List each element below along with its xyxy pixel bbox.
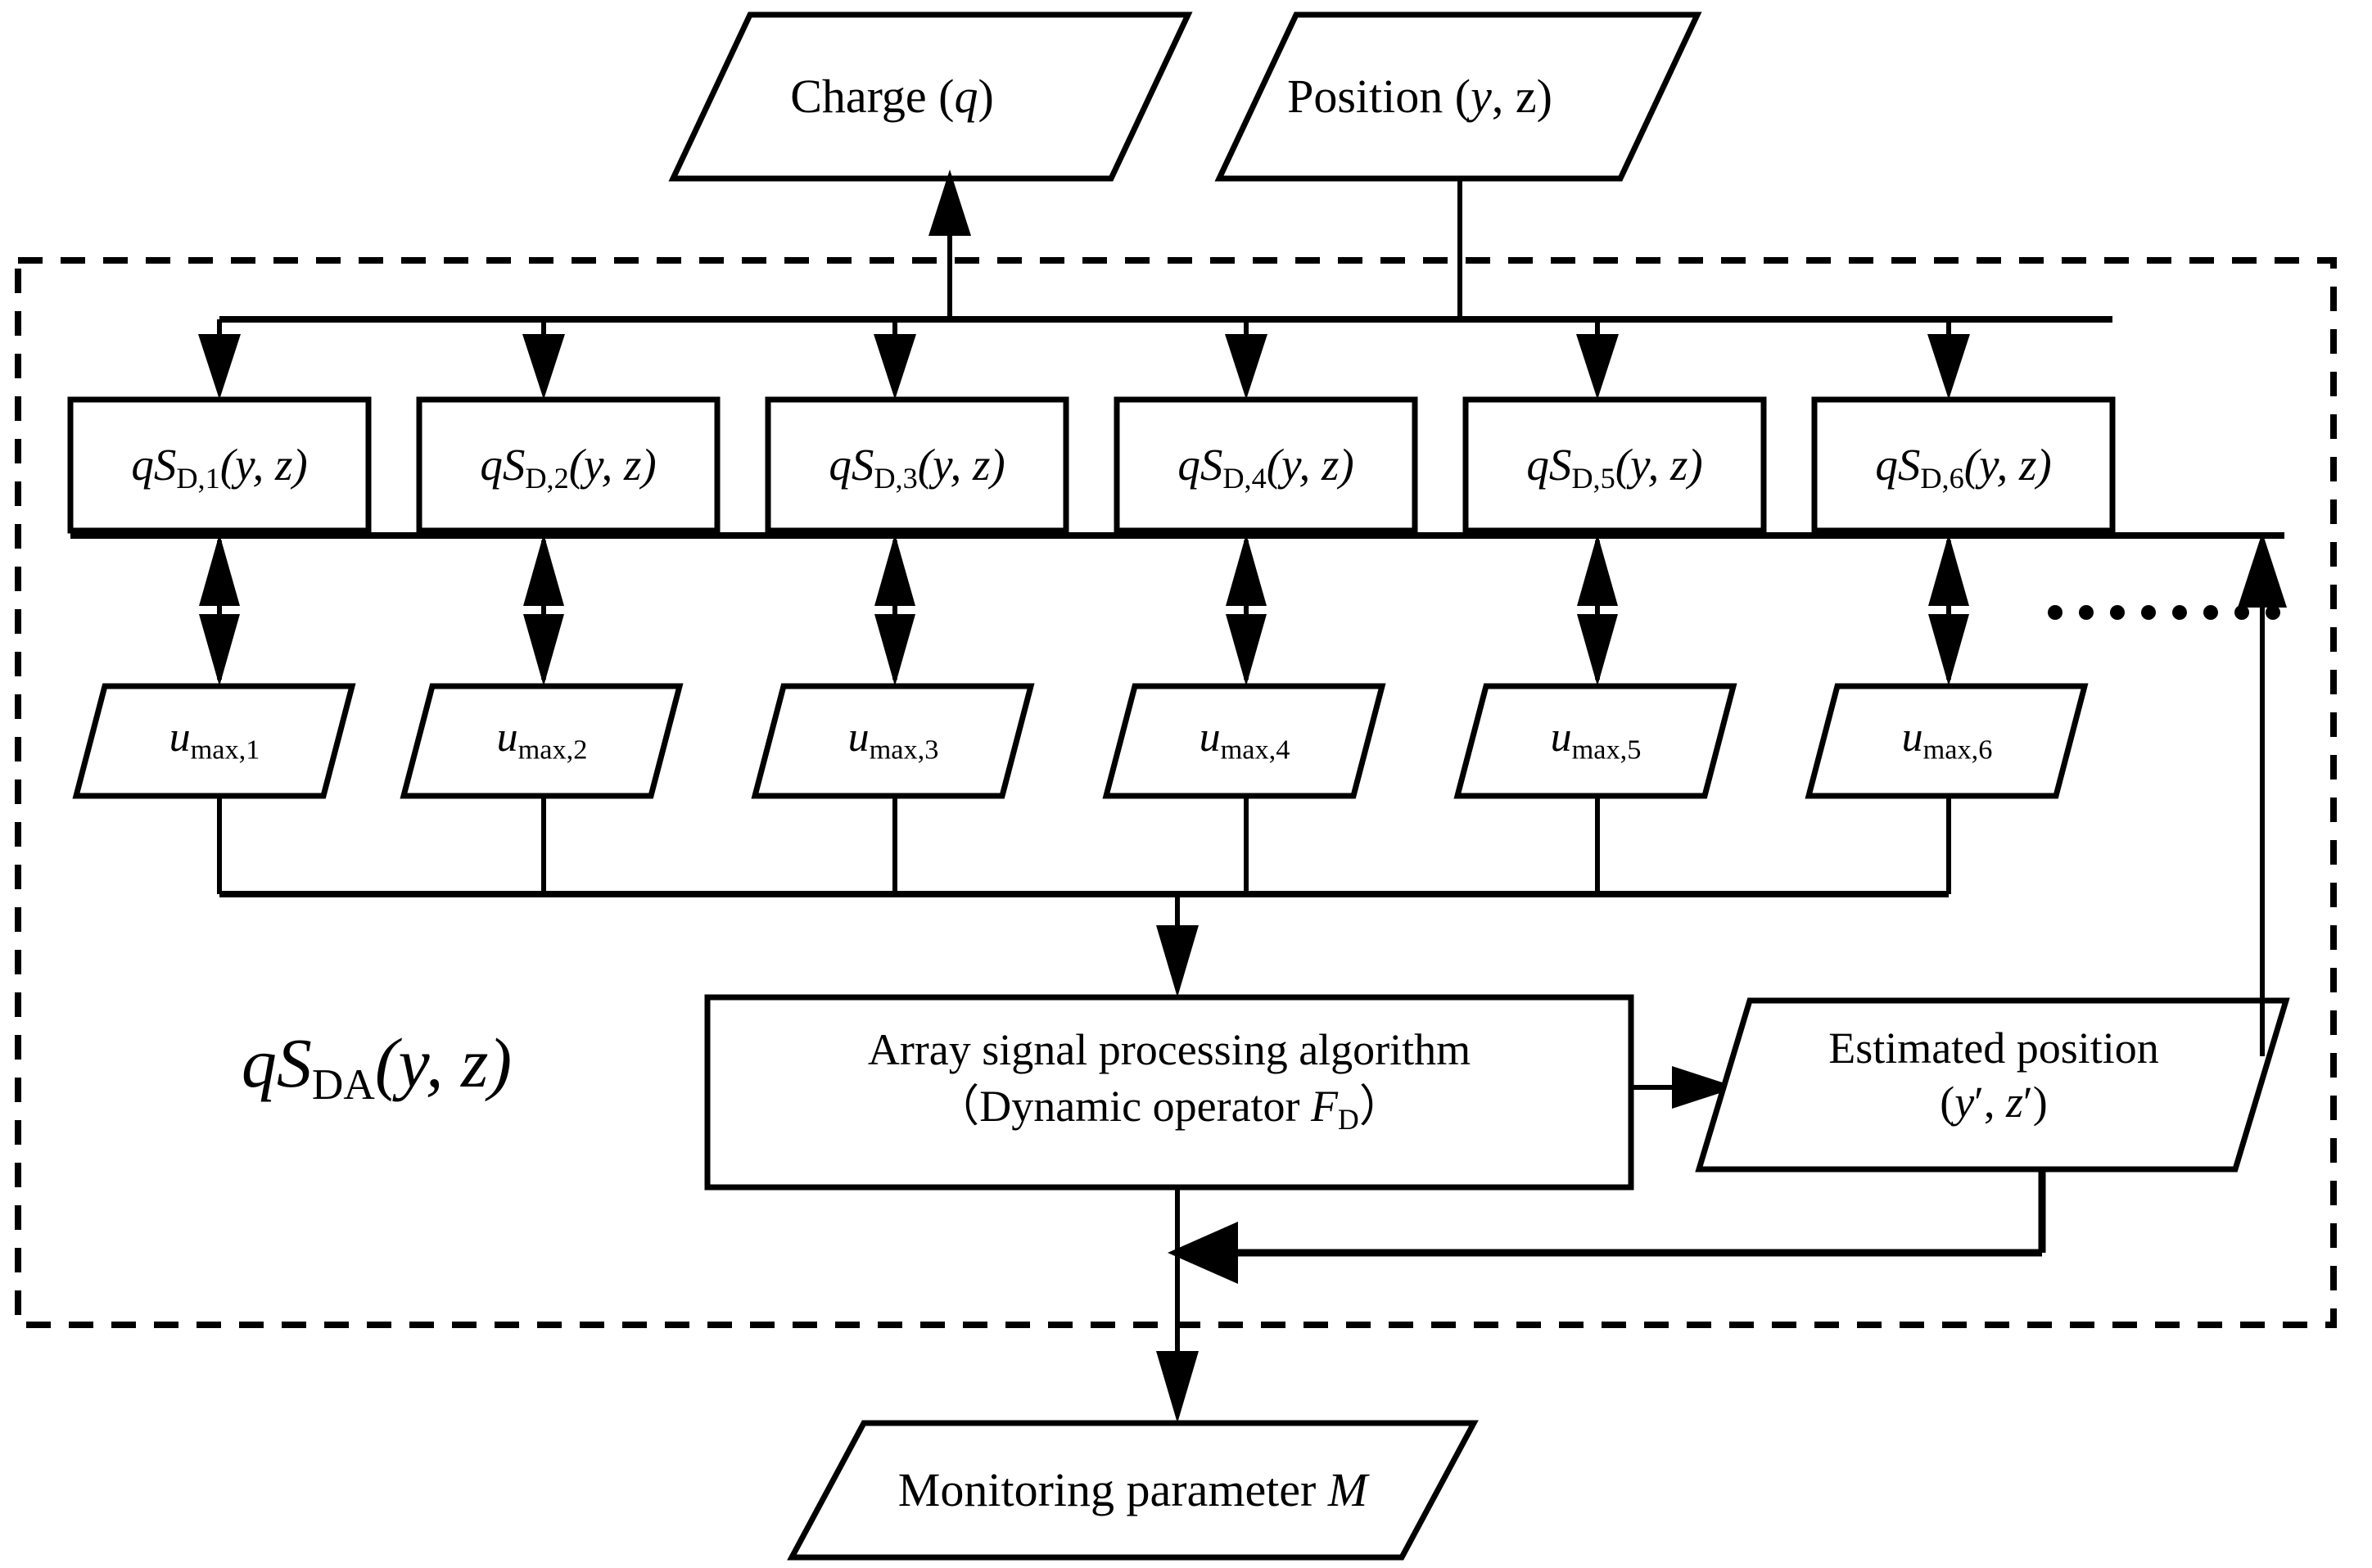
sensor-input-drops [198,319,1970,400]
umax-label-3: umax,3 [847,714,939,766]
double-arrow-4-up-icon [1226,534,1267,606]
umax-parallelogram-5[interactable] [1453,683,1737,799]
charge-label: Charge (q) [790,70,994,123]
sensor-box-4[interactable] [1114,396,1418,534]
umax-output-drops [217,796,1951,894]
umax-parallelogram-2[interactable] [400,683,684,799]
algorithm-box-label: Array signal processing algorithm （Dynam… [707,1022,1631,1135]
estimated-position-parallelogram[interactable] [1695,997,2290,1173]
umax-label-4: umax,4 [1199,714,1290,766]
umax-parallelogram-3[interactable] [751,683,1035,799]
sensor-6-arrowhead-icon [1927,334,1970,400]
double-arrow-3-up-icon [874,534,915,606]
umax-parallelogram-4[interactable] [1102,683,1386,799]
feedback-up-arrowhead-icon [2238,532,2287,608]
estimate-arrowhead-icon [1672,1066,1737,1109]
umax-label-5: umax,5 [1550,714,1642,766]
algorithm-line2: （Dynamic operator FD） [935,1082,1403,1136]
double-arrow-2-up-icon [523,534,564,606]
algorithm-line1: Array signal processing algorithm [867,1025,1471,1074]
estimated-position-line1: Estimated position [1828,1023,2159,1073]
sensor-box-3[interactable] [765,396,1069,534]
umax-label-2: umax,2 [496,714,588,766]
algorithm-box[interactable] [704,994,1634,1191]
umax-label-1: umax,1 [169,714,260,766]
sensor-2-arrowhead-icon [522,334,565,400]
double-arrow-1-down-icon [199,614,240,686]
algorithm-input-arrowhead-icon [1156,925,1199,997]
estimated-position-label: Estimated position (y′, z′) [1707,1022,2280,1130]
ellipsis-dots-icon [2048,605,2280,620]
monitoring-parameter-label: Monitoring parameter M [897,1463,1368,1516]
sensor-box-2[interactable] [416,396,721,534]
sensor-box-6[interactable] [1811,396,2116,534]
double-arrow-2-down-icon [523,614,564,686]
feedback-left-arrowhead-icon [1168,1222,1238,1284]
group-label-qsda: qSDA(y, z) [241,1023,513,1109]
position-label: Position (y, z) [1287,70,1552,123]
double-arrow-3-down-icon [874,614,915,686]
sensor-box-1-label: qSD,1(y, z) [131,440,308,495]
sensor-box-5[interactable] [1462,396,1767,534]
double-arrow-5-up-icon [1577,534,1618,606]
double-arrow-6-up-icon [1928,534,1969,606]
sensor-box-5-label: qSD,5(y, z) [1526,440,1703,495]
charge-parallelogram[interactable] [668,11,1193,182]
sensor-box-4-label: qSD,4(y, z) [1177,440,1354,495]
umax-parallelogram-6[interactable] [1805,683,2089,799]
sensor-box-2-label: qSD,2(y, z) [480,440,657,495]
sensor-5-arrowhead-icon [1576,334,1619,400]
sensor-umax-double-arrows [199,534,1969,686]
sensor-3-arrowhead-icon [874,334,916,400]
double-arrow-4-down-icon [1226,614,1267,686]
sensor-box-1[interactable] [67,396,372,534]
double-arrow-1-up-icon [199,534,240,606]
monitoring-arrowhead-icon [1156,1351,1199,1423]
double-arrow-6-down-icon [1928,614,1969,686]
charge-arrowhead-icon [928,169,971,236]
double-arrow-5-down-icon [1577,614,1618,686]
estimated-position-line2: (y′, z′) [1940,1077,2048,1127]
sensor-4-arrowhead-icon [1225,334,1267,400]
sensor-box-3-label: qSD,3(y, z) [829,440,1005,495]
umax-label-6: umax,6 [1901,714,1993,766]
sensor-1-arrowhead-icon [198,334,241,400]
monitoring-parameter-parallelogram[interactable] [787,1420,1479,1561]
sensor-box-6-label: qSD,6(y, z) [1875,440,2052,495]
umax-parallelogram-1[interactable] [72,683,356,799]
position-parallelogram[interactable] [1214,11,1702,182]
